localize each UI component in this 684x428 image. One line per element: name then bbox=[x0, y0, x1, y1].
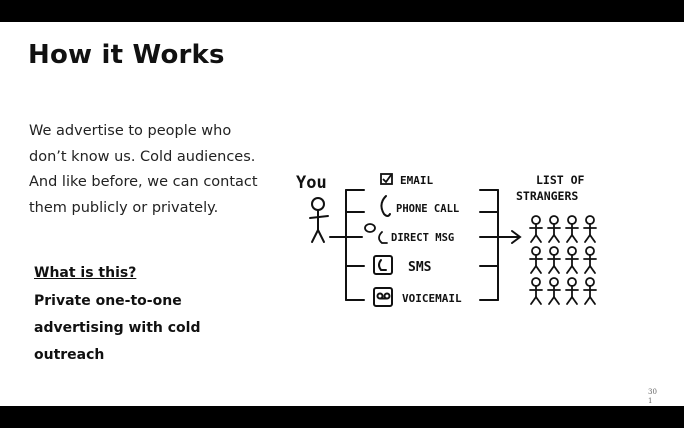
top-letterbox bbox=[0, 0, 684, 22]
stranger-figure bbox=[529, 215, 543, 243]
bottom-letterbox bbox=[0, 406, 684, 428]
chat-bubble-icon bbox=[364, 223, 388, 244]
slide: How it Works We advertise to people who … bbox=[0, 22, 684, 406]
strangers-grid bbox=[529, 215, 597, 305]
channel-voicemail: VOICEMAIL bbox=[402, 292, 462, 305]
stranger-figure bbox=[547, 215, 561, 243]
slide-title: How it Works bbox=[28, 40, 225, 70]
channel-sms: SMS bbox=[408, 260, 432, 275]
stranger-figure bbox=[565, 277, 579, 305]
you-stick-figure bbox=[309, 197, 329, 243]
page-number: 30 1 bbox=[648, 388, 657, 405]
what-is-this-description: Private one-to-one advertising with cold… bbox=[34, 293, 201, 363]
sms-icon bbox=[373, 255, 393, 275]
list-of-label: LIST OF bbox=[536, 173, 585, 187]
slide-body-text: We advertise to people who don’t know us… bbox=[29, 123, 258, 216]
stranger-figure bbox=[547, 277, 561, 305]
voicemail-icon bbox=[373, 287, 393, 307]
what-is-this-heading: What is this? bbox=[34, 265, 137, 281]
channel-email: EMAIL bbox=[400, 174, 433, 187]
stranger-figure bbox=[565, 215, 579, 243]
you-label: You bbox=[296, 173, 327, 193]
stranger-figure bbox=[547, 246, 561, 274]
stranger-figure bbox=[583, 215, 597, 243]
email-icon bbox=[380, 173, 393, 185]
phone-icon bbox=[380, 195, 391, 217]
channel-phone-call: PHONE CALL bbox=[396, 203, 459, 215]
stranger-figure bbox=[565, 246, 579, 274]
stranger-figure bbox=[529, 277, 543, 305]
stranger-figure bbox=[583, 277, 597, 305]
strangers-label: STRANGERS bbox=[516, 189, 578, 203]
connector-lines bbox=[329, 189, 522, 301]
stranger-figure bbox=[583, 246, 597, 274]
stranger-figure bbox=[529, 246, 543, 274]
channel-direct-msg: DIRECT MSG bbox=[391, 232, 454, 244]
outreach-diagram: You bbox=[296, 173, 597, 307]
